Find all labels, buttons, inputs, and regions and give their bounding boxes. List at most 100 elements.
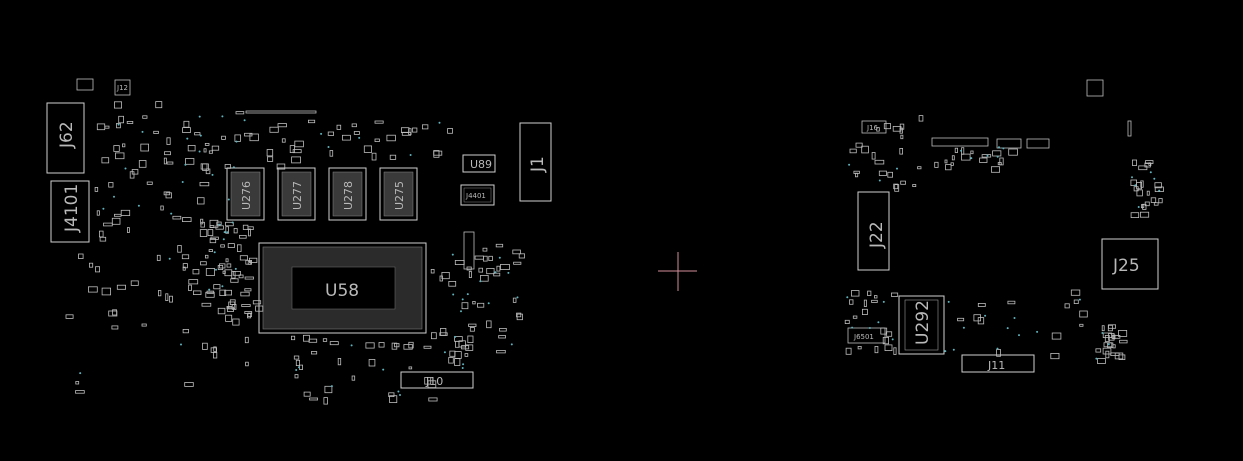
smd-component — [488, 255, 493, 261]
smd-component — [165, 293, 169, 301]
via-dot — [891, 338, 894, 341]
smd-component — [225, 258, 229, 263]
chip-u58[interactable]: U58 — [258, 242, 427, 334]
connector-j11[interactable]: J11 — [961, 354, 1035, 373]
smd-component — [447, 128, 453, 134]
label-u58: U58 — [325, 281, 359, 301]
smd-component — [277, 123, 287, 128]
label-j1: J1 — [528, 156, 548, 173]
smd-component — [950, 162, 954, 166]
connector-j10[interactable]: J10 — [400, 371, 474, 389]
smd-component — [244, 276, 254, 280]
memory-chip-u277[interactable]: U277 — [277, 167, 316, 221]
via-dot — [962, 326, 965, 329]
smd-component — [474, 255, 484, 260]
smd-component — [1138, 165, 1148, 171]
connector-j25[interactable]: J25 — [1101, 238, 1159, 290]
connector-j12[interactable]: J12 — [76, 78, 131, 96]
connector-j16[interactable]: J16 — [861, 120, 887, 134]
connector-j6501[interactable]: J6501 — [847, 327, 886, 344]
smd-component — [203, 148, 207, 153]
smd-component — [281, 138, 286, 143]
smd-component — [900, 180, 906, 185]
via-dot — [320, 132, 323, 135]
smd-component — [482, 247, 488, 252]
smd-component — [240, 291, 250, 297]
memory-chip-u275[interactable]: U275 — [379, 167, 418, 221]
smd-component — [500, 263, 510, 270]
smd-component — [466, 266, 472, 271]
via-dot — [298, 366, 300, 369]
smd-component — [153, 130, 159, 134]
smd-component — [329, 150, 334, 157]
label-j10: J10 — [425, 375, 443, 388]
via-dot — [113, 195, 115, 198]
smd-component — [1070, 289, 1081, 296]
smd-component — [225, 226, 229, 234]
chip-u89[interactable]: U89 — [462, 154, 496, 173]
label-j62: J62 — [57, 121, 77, 149]
smd-component — [322, 338, 328, 342]
smd-component — [461, 345, 470, 350]
via-dot — [516, 296, 519, 299]
connector-j4101[interactable]: J4101 — [50, 180, 90, 243]
smd-component — [979, 157, 988, 163]
smd-component — [1130, 212, 1140, 218]
label-u277: U277 — [291, 181, 304, 210]
via-dot — [461, 367, 464, 369]
connector-j1[interactable]: J1 — [519, 122, 552, 202]
via-dot — [124, 167, 127, 170]
smd-component — [329, 341, 339, 346]
smd-component — [75, 390, 85, 394]
via-dot — [952, 348, 955, 351]
smd-component — [164, 151, 171, 156]
label-u89: U89 — [470, 158, 492, 171]
smd-component — [157, 290, 162, 297]
smd-component — [200, 163, 208, 170]
smd-component — [441, 271, 450, 280]
smd-component — [95, 266, 100, 273]
smd-component — [236, 244, 242, 252]
label-j6501: J6501 — [853, 333, 874, 341]
smd-component — [1008, 148, 1018, 156]
via-dot — [510, 343, 513, 346]
smd-component — [160, 205, 164, 211]
memory-chip-u278[interactable]: U278 — [328, 167, 367, 221]
via-dot — [479, 280, 482, 283]
via-dot — [1134, 184, 1137, 187]
smd-component — [111, 325, 119, 330]
smd-component — [885, 331, 893, 337]
memory-chip-u276[interactable]: U276 — [226, 167, 265, 221]
smd-component — [244, 336, 249, 344]
connector-j62[interactable]: J62 — [46, 102, 85, 174]
smd-component — [1142, 203, 1147, 210]
smd-component — [118, 115, 124, 124]
connector-j22[interactable]: J22 — [857, 191, 890, 271]
connector-j4401[interactable]: J4401 — [460, 184, 495, 206]
via-dot — [1158, 189, 1161, 192]
smd-component — [852, 315, 858, 319]
chip-u292[interactable]: U292 — [898, 295, 945, 355]
via-dot — [1107, 343, 1110, 346]
smd-component — [918, 115, 924, 122]
smd-component — [120, 209, 131, 217]
via-dot — [1137, 206, 1140, 208]
via-dot — [382, 368, 385, 371]
via-dot — [851, 326, 854, 329]
smd-component — [205, 168, 211, 175]
smd-component — [130, 280, 139, 286]
smd-component — [204, 142, 210, 146]
smd-component — [199, 181, 210, 187]
smd-component — [1103, 342, 1113, 348]
smd-component — [245, 259, 253, 265]
via-dot — [79, 372, 82, 375]
smd-component — [206, 290, 215, 294]
smd-component — [478, 267, 483, 273]
smd-component — [849, 148, 857, 154]
via-dot — [452, 293, 455, 296]
smd-component — [408, 128, 412, 135]
via-dot — [944, 350, 947, 353]
label-u278: U278 — [342, 181, 355, 210]
via-dot — [438, 121, 441, 124]
smd-component — [408, 341, 414, 349]
